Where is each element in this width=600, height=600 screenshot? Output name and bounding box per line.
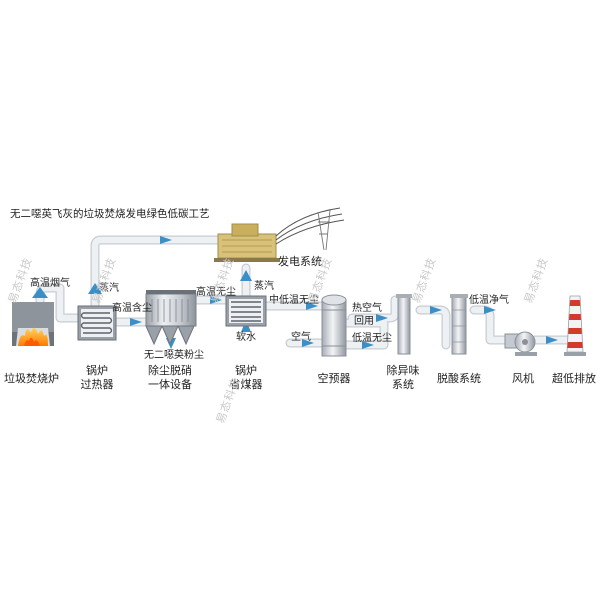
arrow-air xyxy=(302,339,314,347)
label-incinerator: 垃圾焚烧炉 xyxy=(4,372,59,385)
air-preheater-icon xyxy=(321,294,347,357)
label-air-preheater: 空预器 xyxy=(317,372,351,385)
arrow-to-deacid xyxy=(430,306,442,314)
label-deodor-line2: 系统 xyxy=(392,378,414,391)
label-deodor-line1: 除异味 xyxy=(386,364,420,377)
label-low-clean-gas: 低温净气 xyxy=(469,295,509,306)
arrow-to-power xyxy=(160,236,172,244)
label-steam-1: 蒸汽 xyxy=(99,283,119,294)
label-superheater-line2: 过热器 xyxy=(80,378,114,391)
arrow-low-clean xyxy=(362,341,374,349)
arrow-hot-dusty xyxy=(130,318,142,326)
power-generation-icon xyxy=(214,207,345,262)
label-stack: 超低排放 xyxy=(552,372,596,385)
label-air: 空气 xyxy=(291,332,311,343)
incinerator-icon xyxy=(12,302,54,346)
label-mid-low-clean: 中低温无尘 xyxy=(269,295,319,306)
deacidification-column-icon xyxy=(450,294,468,355)
label-power-system: 发电系统 xyxy=(278,255,322,268)
superheater-icon xyxy=(77,305,117,341)
stack-icon xyxy=(564,295,586,356)
diagram-title: 无二噁英飞灰的垃圾焚烧发电绿色低碳工艺 xyxy=(10,208,210,220)
arrow-hot-clean xyxy=(210,296,222,304)
label-dust-unit-line1: 除尘脱硝 xyxy=(148,364,192,377)
label-dust-unit-line2: 一体设备 xyxy=(148,378,192,391)
arrow-steam-up xyxy=(88,283,102,294)
economizer-icon xyxy=(225,295,267,327)
label-deacid: 脱酸系统 xyxy=(437,372,481,385)
label-steam-2: 蒸汽 xyxy=(254,281,274,292)
label-hot-air: 热空气 xyxy=(352,303,382,314)
label-superheater-line1: 锅炉 xyxy=(86,364,108,377)
arrow-hot-air xyxy=(376,314,388,322)
label-economizer-line2: 省煤器 xyxy=(229,378,263,391)
arrow-low-gas xyxy=(484,306,496,314)
label-hot-flue-gas: 高温烟气 xyxy=(30,278,70,289)
label-fan: 风机 xyxy=(512,372,534,385)
label-hot-clean: 高温无尘 xyxy=(196,287,236,298)
arrow-steam-up-2 xyxy=(240,270,252,281)
label-soft-water: 软水 xyxy=(236,332,256,343)
arrow-mid-low xyxy=(306,302,318,310)
label-hot-dusty: 高温含尘 xyxy=(112,303,152,314)
deodorization-column-icon xyxy=(396,294,412,355)
label-return: 回用 xyxy=(354,316,374,327)
arrow-to-stack xyxy=(546,336,558,344)
fan-icon xyxy=(504,331,537,356)
label-economizer-line1: 锅炉 xyxy=(235,364,257,377)
label-dioxin-free-ash: 无二噁英粉尘 xyxy=(144,350,204,361)
arrow-hot-flue xyxy=(32,287,48,298)
flow-arrows xyxy=(32,236,558,349)
dust-denitration-unit-icon xyxy=(145,290,197,346)
label-low-clean: 低温无尘 xyxy=(352,333,392,344)
